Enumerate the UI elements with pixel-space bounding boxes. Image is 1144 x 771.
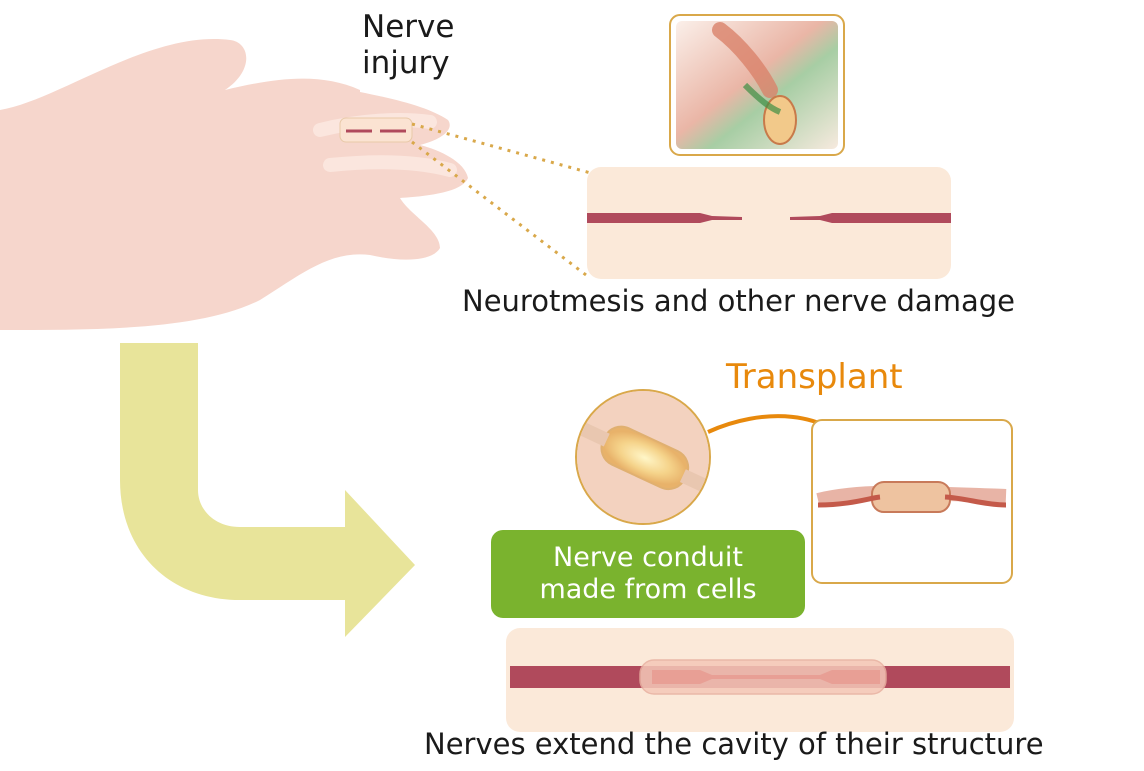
flow-arrow xyxy=(120,343,415,637)
result-caption: Nerves extend the cavity of their struct… xyxy=(424,728,1044,761)
conduit-badge: Nerve conduit made from cells xyxy=(491,530,805,618)
transplant-photo xyxy=(812,420,1012,583)
transplant-label: Transplant xyxy=(726,358,903,397)
conduit-badge-text: Nerve conduit made from cells xyxy=(539,542,756,607)
hand-illustration xyxy=(0,39,468,330)
nerve-injury-label: Nerve injury xyxy=(362,10,454,81)
injury-marker xyxy=(340,118,412,142)
zoom-lines xyxy=(412,124,598,275)
repaired-nerve-panel xyxy=(506,628,1014,732)
conduit-closeup xyxy=(573,390,719,530)
damaged-nerve-panel xyxy=(587,167,951,279)
injury-photo xyxy=(670,15,844,155)
damage-caption: Neurotmesis and other nerve damage xyxy=(462,285,1015,318)
